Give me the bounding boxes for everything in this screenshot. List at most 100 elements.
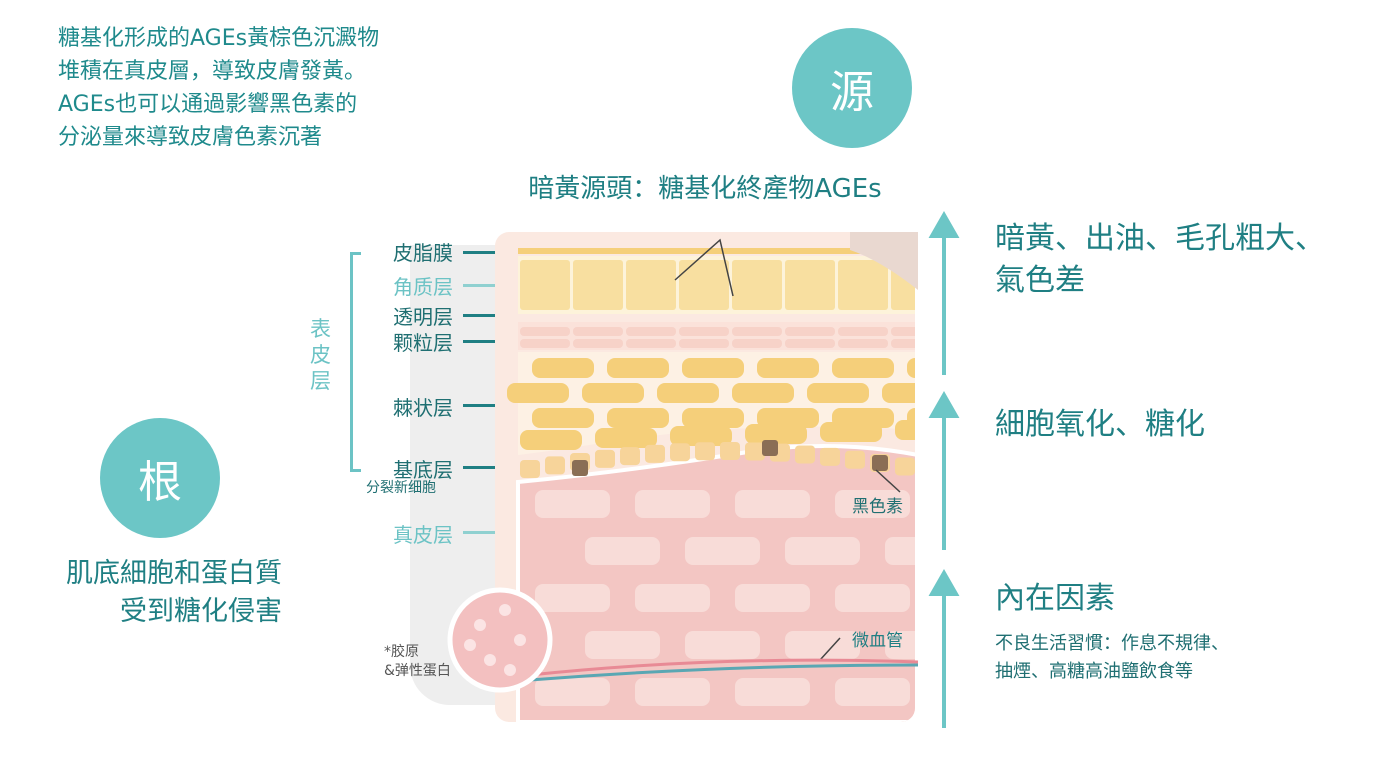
epidermis-label: 表 皮 层 <box>310 316 331 394</box>
melanin-label: 黑色素 <box>852 497 903 517</box>
corneum-cell <box>520 260 570 310</box>
dermis-cell <box>635 584 710 612</box>
granular-cell <box>573 339 623 348</box>
label-lucidum: 透明层 <box>393 305 453 329</box>
dermis-cell <box>885 537 915 565</box>
effect-middle: 細胞氧化、糖化 <box>995 407 1205 442</box>
spinous-cell <box>607 408 669 428</box>
spinous-cell <box>607 358 669 378</box>
label-corneum: 角质层 <box>393 275 453 299</box>
granular-cell <box>838 339 888 348</box>
tick <box>463 251 507 254</box>
spinous-cell <box>820 422 882 442</box>
granular-cell <box>891 339 915 348</box>
epidermis-char: 皮 <box>310 343 331 367</box>
basal-cell <box>695 442 715 461</box>
spinous-cell <box>757 358 819 378</box>
spinous-cell <box>745 424 807 444</box>
effect-bottom-detail: 不良生活習慣：作息不規律、 抽煙、高糖高油鹽飲食等 <box>995 630 1229 686</box>
granular-cell <box>785 327 835 336</box>
tick <box>463 314 507 317</box>
intro-line: 糖基化形成的AGEs黃棕色沉澱物 <box>58 26 380 51</box>
spinous-cell <box>532 408 594 428</box>
source-circle: 源 <box>792 28 912 148</box>
main-title: 暗黃源頭：糖基化終產物AGEs <box>528 174 882 204</box>
corneum-cell <box>838 260 888 310</box>
sebum-layer <box>518 248 915 254</box>
corneum-cell <box>679 260 729 310</box>
effect-top-line: 氣色差 <box>995 263 1085 298</box>
label-basale: 基底层 <box>393 458 453 482</box>
dermis-cell <box>735 584 810 612</box>
granular-cell <box>732 339 782 348</box>
spinous-cell <box>682 358 744 378</box>
dermis-cell <box>635 678 710 706</box>
dermis-cell <box>535 584 610 612</box>
dermis-cell <box>785 537 860 565</box>
corneum-cell <box>732 260 782 310</box>
spinous-cell <box>732 383 794 403</box>
collagen-zoom <box>447 587 553 693</box>
spinous-cell <box>532 358 594 378</box>
dermis-cell <box>985 537 1060 565</box>
collagen-line: *胶原 <box>384 644 419 660</box>
basal-cell <box>520 460 540 478</box>
dermis-cell <box>785 631 860 659</box>
epidermis-char: 表 <box>310 317 331 341</box>
intro-line: AGEs也可以通過影響黑色素的 <box>58 92 358 117</box>
corneum-cell <box>626 260 676 310</box>
detail-line: 抽煙、高糖高油鹽飲食等 <box>995 661 1193 682</box>
collagen-fiber <box>499 604 511 616</box>
arrow-head <box>928 390 960 418</box>
arrows <box>928 210 960 728</box>
granular-cell <box>626 339 676 348</box>
intro-line: 堆積在真皮層，導致皮膚發黃。 <box>58 59 367 84</box>
dermis-cell <box>585 631 660 659</box>
epidermis-char: 层 <box>310 369 331 393</box>
granular-cell <box>573 327 623 336</box>
melanin-cell <box>572 460 588 476</box>
tick <box>463 531 507 534</box>
basal-cell <box>820 447 840 466</box>
root-circle: 根 <box>100 418 220 538</box>
tick <box>463 340 507 343</box>
corneum-cell <box>573 260 623 310</box>
spinous-cell <box>582 383 644 403</box>
basal-cell <box>645 444 665 463</box>
spinous-cell <box>807 383 869 403</box>
dermis-cell <box>885 631 915 659</box>
granular-cell <box>520 339 570 348</box>
label-basale-sub: 分裂新细胞 <box>366 480 436 496</box>
dermis-cell <box>835 584 910 612</box>
dermis-cell <box>685 537 760 565</box>
melanin-cell <box>762 440 778 456</box>
tick <box>463 404 507 407</box>
tick <box>463 284 507 287</box>
spinous-cell <box>682 408 744 428</box>
label-sebum: 皮脂膜 <box>393 241 453 265</box>
spinous-cell <box>757 408 819 428</box>
basal-cell <box>545 456 565 475</box>
tick <box>463 466 507 469</box>
dermis-cell <box>735 678 810 706</box>
capillary-label: 微血管 <box>852 631 903 651</box>
granular-cell <box>891 327 915 336</box>
spinous-cell <box>882 383 915 403</box>
label-spinosum: 棘状层 <box>393 396 453 420</box>
dermis-cell <box>835 678 910 706</box>
granular-cell <box>626 327 676 336</box>
dermis-cell <box>635 490 710 518</box>
basal-cell <box>720 442 740 461</box>
collagen-fiber <box>504 664 516 676</box>
capillary-blue <box>529 663 919 682</box>
capillary-pointer <box>819 637 841 661</box>
dermis-cell <box>585 537 660 565</box>
collagen-fiber <box>514 634 526 646</box>
granular-cell <box>785 339 835 348</box>
basal-cell <box>845 450 865 469</box>
basal-cell <box>670 443 690 462</box>
granular-cell <box>732 327 782 336</box>
collagen-label: *胶原 &弹性蛋白 <box>384 643 451 681</box>
root-text-line: 受到糖化侵害 <box>120 596 282 627</box>
melanin-pointer <box>875 469 901 493</box>
